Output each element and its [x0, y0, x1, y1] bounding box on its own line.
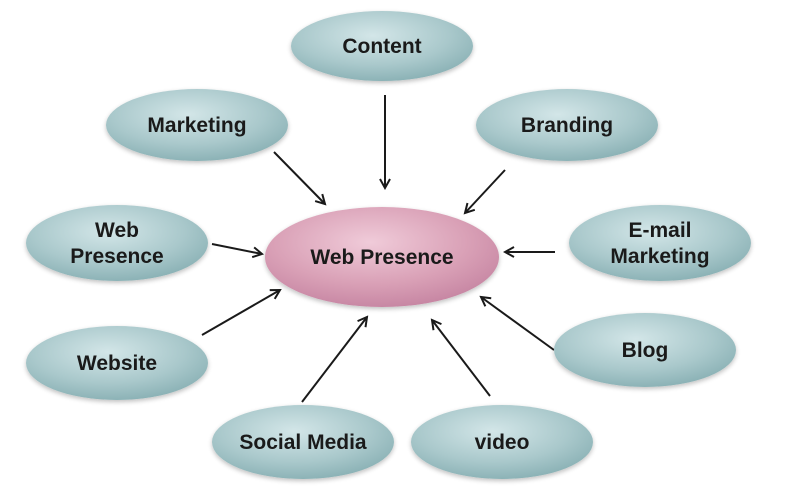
- arrow-marketing-to-center: [273, 151, 325, 204]
- arrow-video-to-center: [432, 320, 491, 397]
- node-marketing-label: Marketing: [147, 114, 246, 137]
- center-node-shape: [265, 207, 499, 307]
- node-web-presence-label-line-1: Web: [95, 219, 139, 242]
- node-social-media-label: Social Media: [239, 431, 367, 454]
- node-website: Website: [26, 326, 208, 400]
- arrow-social-media-to-center: [301, 317, 367, 403]
- node-web-presence-label-line-2: Presence: [70, 245, 163, 268]
- node-video: video: [411, 405, 593, 479]
- node-branding-shape: [476, 89, 658, 161]
- node-blog: Blog: [554, 313, 736, 387]
- center-layer: Web Presence: [265, 207, 499, 307]
- node-email-marketing-label-line-2: Marketing: [610, 245, 709, 268]
- node-email-marketing-label-line-1: E-mail: [628, 219, 691, 242]
- node-video-shape: [411, 405, 593, 479]
- node-marketing: Marketing: [106, 89, 288, 161]
- arrow-web-presence-to-center: [211, 243, 262, 254]
- arrow-branding-to-center: [465, 169, 506, 213]
- node-social-media: Social Media: [212, 405, 394, 479]
- node-marketing-shape: [106, 89, 288, 161]
- center-node-label: Web Presence: [310, 246, 453, 269]
- node-content: Content: [291, 11, 473, 81]
- arrow-blog-to-center: [481, 297, 555, 351]
- node-website-label: Website: [77, 352, 157, 375]
- arrow-website-to-center: [201, 290, 280, 336]
- node-branding: Branding: [476, 89, 658, 161]
- node-email-marketing-shape: [569, 205, 751, 281]
- node-blog-label: Blog: [622, 339, 669, 362]
- node-web-presence-shape: [26, 205, 208, 281]
- node-website-shape: [26, 326, 208, 400]
- node-blog-shape: [554, 313, 736, 387]
- connector-layer: [201, 95, 555, 403]
- node-content-label: Content: [342, 35, 421, 58]
- node-content-shape: [291, 11, 473, 81]
- node-branding-label: Branding: [521, 114, 613, 137]
- center-node: Web Presence: [265, 207, 499, 307]
- node-video-label: video: [475, 431, 530, 454]
- node-social-media-shape: [212, 405, 394, 479]
